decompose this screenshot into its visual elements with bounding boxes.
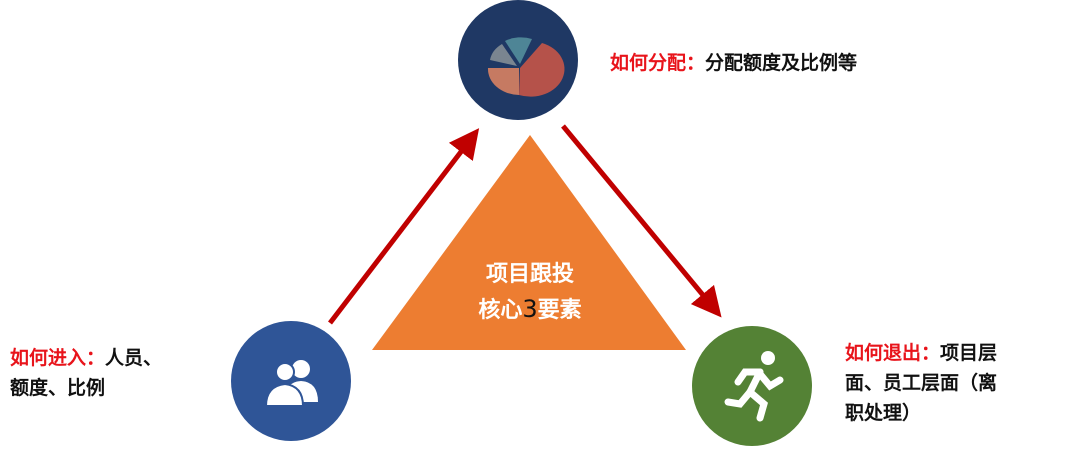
enter-circle bbox=[231, 321, 351, 441]
enter-title: 如何进入： bbox=[10, 347, 106, 369]
allocate-desc: 分配额度及比例等 bbox=[705, 52, 858, 74]
enter-desc-2: 额度、比例 bbox=[10, 377, 106, 399]
users-icon bbox=[264, 360, 318, 407]
exit-desc-1: 项目层 bbox=[940, 342, 998, 364]
exit-desc-3: 职处理） bbox=[845, 402, 922, 424]
arrow-enter-to-allocate bbox=[328, 128, 480, 325]
center-text-b: 要素 bbox=[537, 298, 582, 323]
center-number: 3 bbox=[522, 295, 538, 323]
exit-circle bbox=[692, 326, 812, 446]
center-title: 项目跟投 核心3要素 bbox=[430, 258, 630, 328]
allocate-label: 如何分配：分配额度及比例等 bbox=[610, 48, 857, 78]
exit-title: 如何退出： bbox=[845, 342, 941, 364]
center-text-a: 核心 bbox=[478, 298, 523, 323]
arrow-allocate-to-exit bbox=[561, 124, 722, 318]
allocate-title: 如何分配： bbox=[610, 52, 706, 74]
exit-desc-2: 面、员工层面（离 bbox=[845, 372, 998, 394]
pie-chart-icon bbox=[487, 37, 565, 97]
allocate-circle bbox=[458, 0, 578, 120]
running-man-icon bbox=[724, 351, 784, 422]
enter-desc-1: 人员、 bbox=[105, 347, 163, 369]
center-triangle bbox=[372, 135, 686, 350]
enter-label: 如何进入：人员、额度、比例 bbox=[10, 343, 162, 403]
center-line-1: 项目跟投 bbox=[485, 262, 574, 287]
exit-label: 如何退出：项目层面、员工层面（离职处理） bbox=[845, 338, 997, 428]
center-line-2: 核心3要素 bbox=[430, 292, 630, 328]
